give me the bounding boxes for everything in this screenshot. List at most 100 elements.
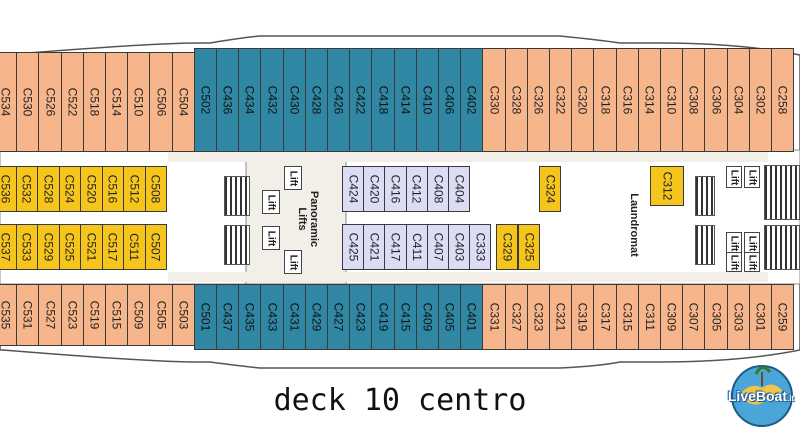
cabin-c512[interactable]: C512 xyxy=(123,166,146,212)
cabin-c506[interactable]: C506 xyxy=(149,52,173,152)
cabin-c518[interactable]: C518 xyxy=(82,52,106,152)
cabin-c417[interactable]: C417 xyxy=(384,224,407,270)
cabin-c301[interactable]: C301 xyxy=(748,284,772,350)
cabin-c527[interactable]: C527 xyxy=(38,284,62,346)
cabin-c420[interactable]: C420 xyxy=(363,166,386,212)
cabin-c326[interactable]: C326 xyxy=(526,48,550,152)
cabin-c435[interactable]: C435 xyxy=(238,284,262,350)
cabin-c416[interactable]: C416 xyxy=(384,166,407,212)
cabin-c537[interactable]: C537 xyxy=(0,224,17,270)
cabin-c428[interactable]: C428 xyxy=(304,48,328,152)
cabin-c408[interactable]: C408 xyxy=(426,166,449,212)
cabin-c421[interactable]: C421 xyxy=(363,224,386,270)
cabin-c317[interactable]: C317 xyxy=(593,284,617,350)
cabin-c319[interactable]: C319 xyxy=(571,284,595,350)
cabin-c532[interactable]: C532 xyxy=(15,166,38,212)
cabin-c437[interactable]: C437 xyxy=(216,284,240,350)
cabin-c305[interactable]: C305 xyxy=(704,284,728,350)
cabin-c530[interactable]: C530 xyxy=(16,52,40,152)
cabin-c519[interactable]: C519 xyxy=(82,284,106,346)
cabin-c304[interactable]: C304 xyxy=(726,48,750,152)
cabin-c507[interactable]: C507 xyxy=(144,224,167,270)
cabin-c406[interactable]: C406 xyxy=(438,48,462,152)
cabin-c426[interactable]: C426 xyxy=(327,48,351,152)
cabin-c407[interactable]: C407 xyxy=(426,224,449,270)
cabin-c501[interactable]: C501 xyxy=(193,284,217,350)
cabin-c535[interactable]: C535 xyxy=(0,284,18,346)
cabin-c311[interactable]: C311 xyxy=(637,284,661,350)
cabin-c516[interactable]: C516 xyxy=(101,166,124,212)
cabin-c307[interactable]: C307 xyxy=(682,284,706,350)
cabin-c534[interactable]: C534 xyxy=(0,52,18,152)
cabin-c410[interactable]: C410 xyxy=(415,48,439,152)
cabin-c403[interactable]: C403 xyxy=(448,224,471,270)
cabin-c436[interactable]: C436 xyxy=(216,48,240,152)
cabin-c310[interactable]: C310 xyxy=(660,48,684,152)
cabin-c402[interactable]: C402 xyxy=(460,48,484,152)
cabin-c528[interactable]: C528 xyxy=(37,166,60,212)
cabin-c325[interactable]: C325 xyxy=(518,224,540,270)
cabin-c401[interactable]: C401 xyxy=(460,284,484,350)
cabin-c425[interactable]: C425 xyxy=(342,224,365,270)
cabin-c314[interactable]: C314 xyxy=(637,48,661,152)
cabin-c306[interactable]: C306 xyxy=(704,48,728,152)
cabin-c502[interactable]: C502 xyxy=(193,48,217,152)
cabin-c418[interactable]: C418 xyxy=(371,48,395,152)
cabin-c419[interactable]: C419 xyxy=(371,284,395,350)
cabin-c302[interactable]: C302 xyxy=(748,48,772,152)
cabin-c522[interactable]: C522 xyxy=(60,52,84,152)
cabin-c533[interactable]: C533 xyxy=(15,224,38,270)
cabin-c315[interactable]: C315 xyxy=(615,284,639,350)
cabin-c329[interactable]: C329 xyxy=(496,224,518,270)
cabin-c514[interactable]: C514 xyxy=(105,52,129,152)
cabin-c330[interactable]: C330 xyxy=(482,48,506,152)
cabin-c322[interactable]: C322 xyxy=(549,48,573,152)
cabin-c318[interactable]: C318 xyxy=(593,48,617,152)
cabin-c259[interactable]: C259 xyxy=(771,284,795,350)
cabin-c424[interactable]: C424 xyxy=(342,166,365,212)
cabin-c415[interactable]: C415 xyxy=(393,284,417,350)
cabin-c526[interactable]: C526 xyxy=(38,52,62,152)
cabin-c414[interactable]: C414 xyxy=(393,48,417,152)
cabin-c503[interactable]: C503 xyxy=(171,284,195,346)
cabin-c320[interactable]: C320 xyxy=(571,48,595,152)
cabin-c531[interactable]: C531 xyxy=(16,284,40,346)
cabin-c321[interactable]: C321 xyxy=(549,284,573,350)
cabin-c427[interactable]: C427 xyxy=(327,284,351,350)
cabin-c529[interactable]: C529 xyxy=(37,224,60,270)
cabin-c523[interactable]: C523 xyxy=(60,284,84,346)
cabin-c409[interactable]: C409 xyxy=(415,284,439,350)
cabin-c431[interactable]: C431 xyxy=(282,284,306,350)
cabin-c422[interactable]: C422 xyxy=(349,48,373,152)
cabin-c411[interactable]: C411 xyxy=(405,224,428,270)
cabin-c312[interactable]: C312 xyxy=(650,166,684,206)
cabin-c429[interactable]: C429 xyxy=(304,284,328,350)
cabin-c525[interactable]: C525 xyxy=(58,224,81,270)
cabin-c524[interactable]: C524 xyxy=(58,166,81,212)
cabin-c515[interactable]: C515 xyxy=(105,284,129,346)
cabin-c511[interactable]: C511 xyxy=(123,224,146,270)
cabin-c324[interactable]: C324 xyxy=(539,166,561,212)
cabin-c505[interactable]: C505 xyxy=(149,284,173,346)
cabin-c309[interactable]: C309 xyxy=(660,284,684,350)
cabin-c258[interactable]: C258 xyxy=(771,48,795,152)
cabin-c412[interactable]: C412 xyxy=(405,166,428,212)
cabin-c520[interactable]: C520 xyxy=(80,166,103,212)
cabin-c509[interactable]: C509 xyxy=(127,284,151,346)
cabin-c308[interactable]: C308 xyxy=(682,48,706,152)
cabin-c404[interactable]: C404 xyxy=(448,166,471,212)
cabin-c430[interactable]: C430 xyxy=(282,48,306,152)
cabin-c432[interactable]: C432 xyxy=(260,48,284,152)
cabin-c504[interactable]: C504 xyxy=(171,52,195,152)
cabin-c331[interactable]: C331 xyxy=(482,284,506,350)
cabin-c328[interactable]: C328 xyxy=(504,48,528,152)
cabin-c434[interactable]: C434 xyxy=(238,48,262,152)
cabin-c405[interactable]: C405 xyxy=(438,284,462,350)
cabin-c433[interactable]: C433 xyxy=(260,284,284,350)
cabin-c316[interactable]: C316 xyxy=(615,48,639,152)
cabin-c517[interactable]: C517 xyxy=(101,224,124,270)
cabin-c327[interactable]: C327 xyxy=(504,284,528,350)
cabin-c536[interactable]: C536 xyxy=(0,166,17,212)
cabin-c303[interactable]: C303 xyxy=(726,284,750,350)
cabin-c510[interactable]: C510 xyxy=(127,52,151,152)
